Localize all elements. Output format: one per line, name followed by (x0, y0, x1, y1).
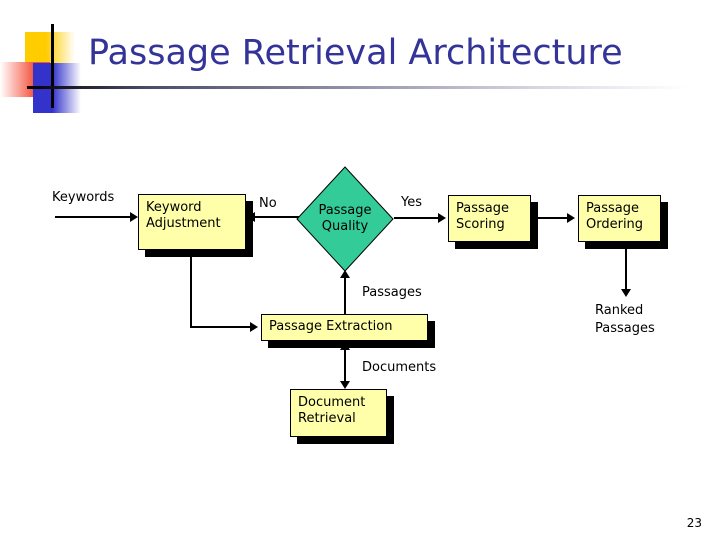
node-keyword-adjustment-line1: Keyword (146, 200, 202, 215)
arrowhead-extraction-to-quality (340, 270, 350, 278)
node-passage-scoring-line1: Passage (456, 201, 509, 216)
node-document-retrieval-line2: Retrieval (298, 411, 356, 426)
node-passage-ordering-line1: Passage (586, 201, 639, 216)
node-passage-extraction-line1: Passage Extraction (269, 319, 393, 334)
connector-keyword-adjustment-right (190, 326, 252, 328)
connector-yes-line (394, 217, 440, 219)
deco-vertical-rule (51, 24, 54, 108)
page-title: Passage Retrieval Architecture (88, 33, 623, 73)
edge-label-ranked-passages-line1: Ranked (595, 303, 644, 318)
node-keyword-adjustment[interactable]: Keyword Adjustment (138, 194, 246, 250)
connector-keyword-adjustment-down (190, 250, 192, 328)
node-passage-scoring[interactable]: Passage Scoring (448, 195, 531, 242)
node-passage-ordering-line2: Ordering (586, 217, 644, 232)
edge-label-keywords: Keywords (52, 190, 115, 205)
edge-label-passages: Passages (362, 285, 422, 300)
node-passage-extraction[interactable]: Passage Extraction (261, 314, 428, 341)
node-passage-ordering[interactable]: Passage Ordering (578, 195, 661, 242)
arrowhead-into-passage-extraction (250, 322, 258, 332)
node-keyword-adjustment-line2: Adjustment (146, 216, 221, 231)
decorative-logo-motif (0, 0, 95, 115)
edge-label-no: No (259, 196, 277, 211)
connector-scoring-to-ordering (531, 217, 569, 219)
node-passage-quality[interactable]: Passage Quality (296, 166, 394, 272)
title-underline-rule (27, 86, 687, 89)
connector-ordering-to-ranked-passages (625, 249, 627, 291)
node-document-retrieval[interactable]: Document Retrieval (290, 389, 387, 437)
node-document-retrieval-line1: Document (298, 395, 366, 410)
arrowhead-yes-to-passage-scoring (438, 213, 446, 223)
edge-label-yes: Yes (401, 195, 422, 210)
connector-no-line (255, 216, 303, 218)
connector-extraction-to-retrieval (344, 348, 346, 384)
page-number: 23 (686, 516, 702, 530)
diamond-shape (296, 166, 394, 272)
arrowhead-extraction-to-retrieval (340, 381, 350, 389)
node-passage-scoring-line2: Scoring (456, 217, 505, 232)
arrowhead-scoring-to-ordering (567, 213, 575, 223)
connector-extraction-to-quality (344, 277, 346, 315)
connector-keywords-line (55, 216, 132, 218)
edge-label-ranked-passages-line2: Passages (595, 321, 655, 336)
arrowhead-ordering-to-ranked-passages (621, 289, 631, 297)
edge-label-documents: Documents (362, 360, 437, 375)
arrowhead-keywords-to-keyword-adjustment (130, 212, 138, 222)
